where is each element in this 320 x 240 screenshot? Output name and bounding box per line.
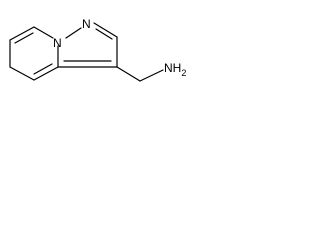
- chemical-structure-diagram: N N NH2: [9, 17, 186, 82]
- bond-n1-c2: [93, 22, 118, 38]
- pyridine-ring: [9, 26, 59, 81]
- amine-subscript: 2: [181, 68, 186, 78]
- bond-c3-c2-inner: [33, 63, 53, 75]
- aminomethyl-group: [116, 66, 164, 82]
- bond-c3-c2: [33, 66, 59, 81]
- bond-c6-c5: [9, 26, 35, 41]
- atom-label-n-bridgehead: N: [53, 36, 62, 50]
- bond-c4-c3: [9, 66, 35, 81]
- bond-c6-c5-inner: [14, 32, 34, 44]
- pyrazole-ring: [57, 22, 118, 68]
- bond-n7-n1: [65, 27, 82, 39]
- bond-n7-c6: [33, 26, 54, 39]
- atom-label-n-pyrazole: N: [82, 17, 91, 31]
- atom-label-amine: NH2: [164, 61, 186, 78]
- bond-n1-c2-inner: [95, 28, 113, 40]
- bond-c3-ch2: [116, 66, 141, 82]
- amine-nh-text: NH: [164, 61, 181, 75]
- bond-ch2-n: [139, 69, 164, 82]
